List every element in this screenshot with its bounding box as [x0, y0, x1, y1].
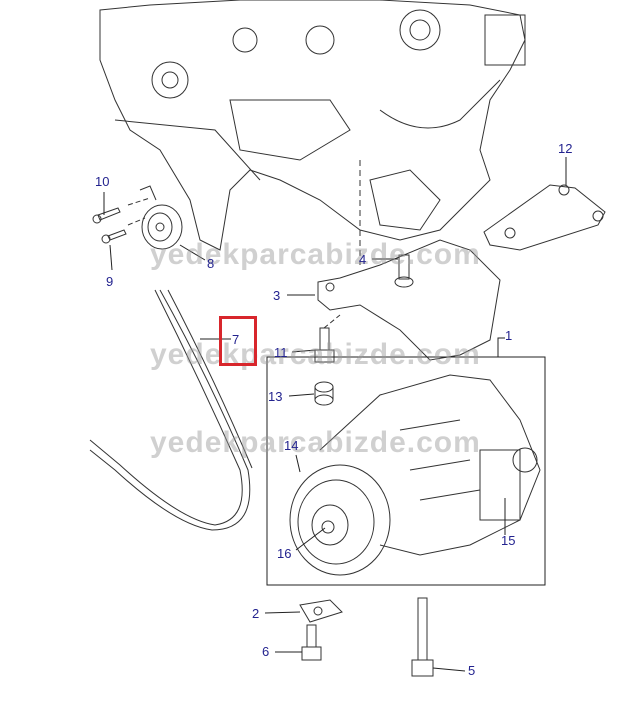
- plate-2: [299, 599, 343, 623]
- highlight-box: [219, 316, 257, 366]
- callout-2[interactable]: 2: [252, 606, 260, 621]
- bolt-11: [314, 314, 341, 363]
- bolts-9-10: [92, 207, 127, 244]
- callout-13[interactable]: 13: [268, 389, 283, 404]
- bolt-6: [301, 624, 322, 661]
- callout-7[interactable]: 7: [232, 332, 240, 347]
- watermark: yedekparcabizde.com: [150, 238, 481, 271]
- callout-15[interactable]: 15: [501, 533, 516, 548]
- callout-5[interactable]: 5: [468, 663, 476, 678]
- callout-12[interactable]: 12: [558, 141, 573, 156]
- callout-10[interactable]: 10: [95, 174, 110, 189]
- callout-8[interactable]: 8: [207, 256, 215, 271]
- mounting-bracket: [317, 239, 501, 361]
- compressor-group-frame: [266, 356, 546, 586]
- callout-6[interactable]: 6: [262, 644, 270, 659]
- callout-1[interactable]: 1: [505, 328, 513, 343]
- idler-pulley: [127, 185, 183, 250]
- ac-compressor: [289, 374, 541, 576]
- callout-14[interactable]: 14: [284, 438, 299, 453]
- engine-block: [99, 0, 526, 265]
- watermark: yedekparcabizde.com: [150, 426, 481, 459]
- spacer-13: [314, 381, 334, 406]
- callout-11[interactable]: 11: [274, 345, 288, 360]
- watermark: yedekparcabizde.com: [150, 338, 481, 371]
- callout-16[interactable]: 16: [277, 546, 292, 561]
- drive-belt: [89, 289, 253, 531]
- callout-3[interactable]: 3: [273, 288, 281, 303]
- leader-lines: [103, 157, 567, 672]
- stud-5: [411, 597, 434, 677]
- callout-9[interactable]: 9: [106, 274, 114, 289]
- plate-bracket: [483, 184, 606, 251]
- callout-4[interactable]: 4: [359, 252, 367, 267]
